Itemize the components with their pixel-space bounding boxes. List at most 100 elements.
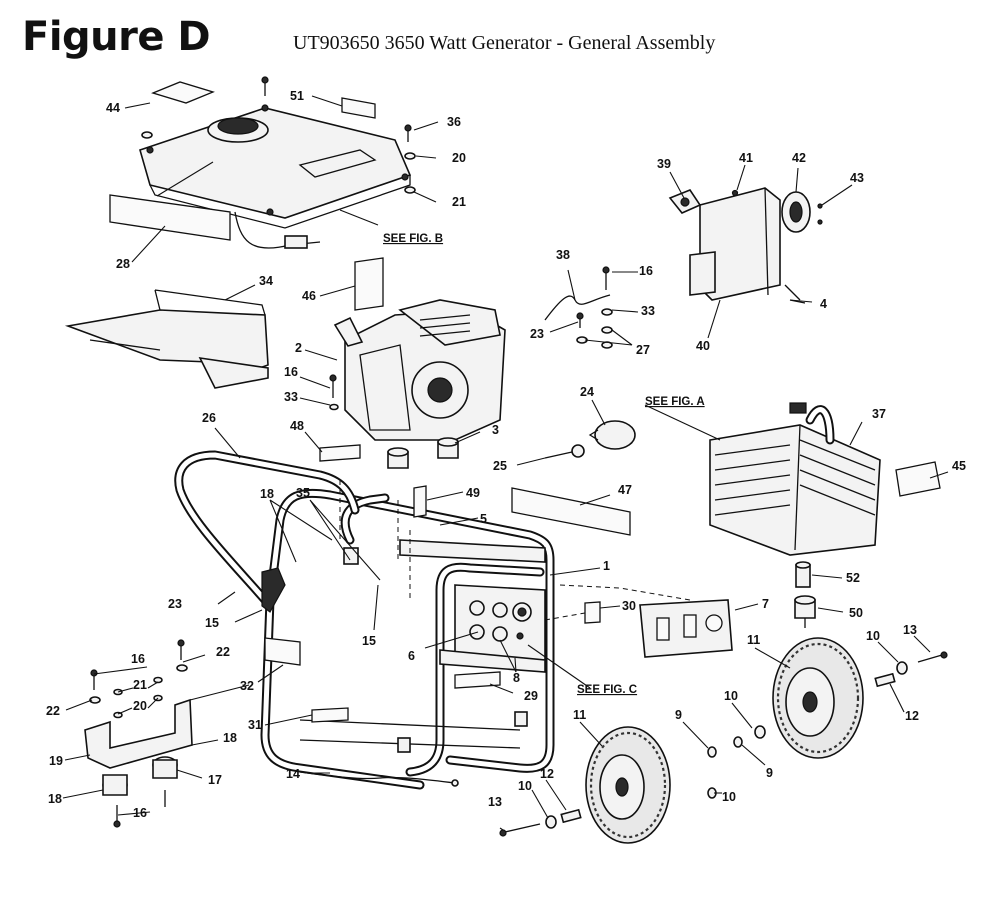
callout-10-c: 10 [722, 790, 736, 804]
callout-40: 40 [696, 339, 710, 353]
spacer-52 [795, 561, 811, 588]
callout-12: 12 [905, 709, 919, 723]
callout-43: 43 [850, 171, 864, 185]
callout-28: 28 [116, 257, 130, 271]
callout-45: 45 [952, 459, 966, 473]
cross-brace [399, 539, 546, 673]
decal-29 [454, 671, 501, 689]
callout-23-b: 23 [530, 327, 544, 341]
callout-25: 25 [493, 459, 507, 473]
callout-10-d: 10 [518, 779, 532, 793]
decal-46 [354, 257, 384, 311]
callout-30: 30 [622, 599, 636, 613]
alternator [709, 402, 881, 556]
callout-10-b: 10 [724, 689, 738, 703]
decal-32 [264, 637, 301, 666]
decal-48 [319, 444, 361, 462]
wheel-left [585, 726, 671, 844]
callout-labels: 44 51 36 20 21 28 34 46 2 16 33 3 26 48 … [46, 89, 966, 820]
decal-30 [584, 601, 601, 624]
callout-20: 20 [452, 151, 466, 165]
callout-41: 41 [739, 151, 753, 165]
muffler [668, 187, 823, 304]
callout-14: 14 [286, 767, 300, 781]
callout-24: 24 [580, 385, 594, 399]
callout-42: 42 [792, 151, 806, 165]
callout-11-b: 11 [573, 708, 586, 722]
callout-18: 18 [260, 487, 274, 501]
see-fig-c-label: SEE FIG. C [577, 684, 637, 696]
callout-38: 38 [556, 248, 570, 262]
strap-15 [261, 567, 286, 613]
callout-16: 16 [284, 365, 298, 379]
callout-16-b: 16 [639, 264, 653, 278]
screw-44-side [141, 76, 269, 139]
callout-48: 48 [290, 419, 304, 433]
callout-22: 22 [216, 645, 230, 659]
callout-16-c: 16 [131, 652, 145, 666]
callout-17: 17 [208, 773, 222, 787]
ground-wire [544, 266, 613, 349]
callout-50: 50 [849, 606, 863, 620]
see-fig-a-label: SEE FIG. A [645, 396, 705, 408]
wheel-right [772, 637, 864, 759]
callout-3: 3 [492, 423, 499, 437]
bolt-16-engine [329, 374, 339, 411]
fuel-tank [139, 104, 412, 249]
leader-lines [62, 95, 949, 831]
callout-49: 49 [466, 486, 480, 500]
callout-26: 26 [202, 411, 216, 425]
decal-49 [413, 485, 427, 518]
decal-51 [341, 97, 376, 119]
callout-9-b: 9 [766, 766, 773, 780]
decal-31 [311, 707, 349, 723]
figure-subtitle: UT903650 3650 Watt Generator - General A… [293, 32, 716, 54]
callout-27: 27 [636, 343, 650, 357]
callout-6: 6 [408, 649, 415, 663]
decal-47 [511, 487, 631, 536]
callout-21: 21 [452, 195, 466, 209]
callout-7: 7 [762, 597, 769, 611]
callout-15-b: 15 [362, 634, 376, 648]
callout-10: 10 [866, 629, 880, 643]
control-panel [454, 584, 546, 669]
faceplate-7 [639, 599, 733, 658]
callout-47: 47 [618, 483, 632, 497]
callout-9: 9 [675, 708, 682, 722]
engine [333, 299, 506, 441]
brackets-35 [343, 547, 528, 753]
callout-18-c: 18 [48, 792, 62, 806]
engine-mounts [387, 437, 459, 469]
callout-20-b: 20 [133, 699, 147, 713]
callout-19: 19 [49, 754, 63, 768]
callout-21-b: 21 [133, 678, 147, 692]
callout-33-b: 33 [641, 304, 655, 318]
callout-37: 37 [872, 407, 886, 421]
decal-28 [109, 194, 231, 241]
callout-52: 52 [846, 571, 860, 585]
decal-44 [151, 81, 215, 104]
callout-36: 36 [447, 115, 461, 129]
callout-11: 11 [747, 633, 760, 647]
heat-shield [64, 289, 269, 389]
support-bracket [84, 639, 193, 828]
callout-23: 23 [168, 597, 182, 611]
callout-18-b: 18 [223, 731, 237, 745]
callout-29: 29 [524, 689, 538, 703]
callout-5: 5 [480, 512, 487, 526]
decal-45 [895, 461, 941, 497]
fuel-cap [544, 420, 636, 459]
callout-32: 32 [240, 679, 254, 693]
callout-44: 44 [106, 101, 120, 115]
callout-35: 35 [296, 486, 310, 500]
callout-12-b: 12 [540, 767, 554, 781]
callout-34: 34 [259, 274, 273, 288]
callout-22-b: 22 [46, 704, 60, 718]
mount-50 [794, 595, 816, 628]
callout-2: 2 [295, 341, 302, 355]
callout-46: 46 [302, 289, 316, 303]
see-fig-b-label: SEE FIG. B [383, 233, 443, 245]
callout-51: 51 [290, 89, 304, 103]
callout-13: 13 [903, 623, 917, 637]
